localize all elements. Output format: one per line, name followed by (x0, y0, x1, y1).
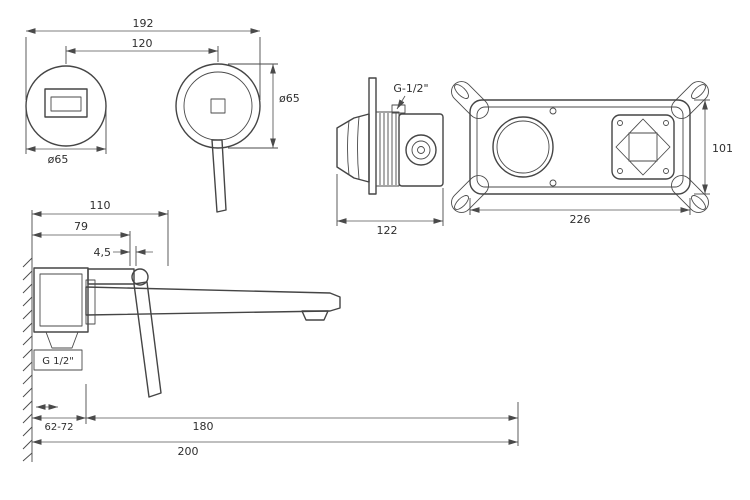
valve-nose (336, 113, 370, 183)
valve-side-view: G-1/2" 122 (336, 77, 444, 237)
spout-aerator (301, 310, 329, 321)
wall-hatching (22, 257, 33, 462)
dim-box-width-label: 226 (570, 213, 591, 226)
dim-gap: 4,5 (94, 246, 153, 266)
spout-escutcheon (85, 279, 96, 325)
dim-total-reach-label: 200 (178, 445, 199, 458)
mounting-lug-top-right (671, 81, 709, 119)
dim-box-height: 101 (694, 99, 733, 195)
box-screw-top (549, 107, 557, 115)
box-outline (469, 99, 691, 195)
mounting-lug-bottom-right (671, 175, 709, 213)
box-valve-opening (492, 116, 554, 178)
dim-reach-label: 180 (193, 420, 214, 433)
dim-reach: 180 (86, 402, 519, 446)
dim-projection-body-label: 79 (74, 220, 88, 233)
handle-lever-front (211, 139, 227, 213)
inlet-pipe (45, 331, 79, 349)
inlet-thread-callout: G 1/2" (33, 349, 83, 371)
thread-callout-label: G-1/2" (393, 82, 428, 95)
valve-flange (368, 77, 377, 195)
valve-body (398, 113, 444, 187)
installation-side-view: G 1/2" 110 79 4,5 62-72 180 (22, 199, 519, 462)
dim-projection-total: 110 (32, 199, 169, 266)
dim-left-diameter-label: ø65 (48, 153, 69, 166)
mounting-box-view: 226 101 (451, 81, 733, 226)
dim-valve-depth: 122 (336, 174, 444, 237)
handle-plate-circle (175, 63, 261, 149)
inlet-thread-label: G 1/2" (42, 356, 74, 367)
concealed-body (33, 267, 89, 333)
mounting-lug-top-left (451, 81, 489, 119)
dim-projection-body: 79 (32, 220, 131, 266)
dim-wall-range-label: 62-72 (44, 422, 73, 433)
front-view: 192 120 ø65 ø65 (25, 17, 300, 213)
dim-valve-depth-label: 122 (377, 224, 398, 237)
dim-center-distance-label: 120 (132, 37, 153, 50)
dim-gap-label: 4,5 (94, 246, 112, 259)
dim-total-reach: 200 (32, 439, 518, 458)
handle-pivot (131, 268, 149, 286)
cartridge-stem (87, 268, 135, 285)
spout-plate-circle (25, 65, 107, 147)
dim-overall-width-label: 192 (133, 17, 154, 30)
handle-lever-side (133, 281, 162, 398)
dim-projection-total-label: 110 (90, 199, 111, 212)
dim-box-height-label: 101 (712, 142, 733, 155)
dim-wall-range: 62-72 (32, 384, 87, 433)
mounting-lug-bottom-left (451, 175, 489, 213)
dim-right-diameter-label: ø65 (279, 92, 300, 105)
handle-hub (210, 98, 226, 114)
box-spout-socket (611, 114, 675, 180)
dim-overall-width: 192 (25, 17, 261, 100)
dim-center-distance: 120 (65, 37, 219, 64)
dim-box-width: 226 (469, 198, 691, 226)
dim-right-diameter: ø65 (228, 63, 300, 149)
dim-left-diameter: ø65 (25, 110, 107, 166)
thread-callout: G-1/2" (393, 82, 429, 110)
spout-outlet-front (44, 88, 88, 118)
box-screw-bottom (549, 179, 557, 187)
valve-outlet-circle (405, 134, 437, 166)
